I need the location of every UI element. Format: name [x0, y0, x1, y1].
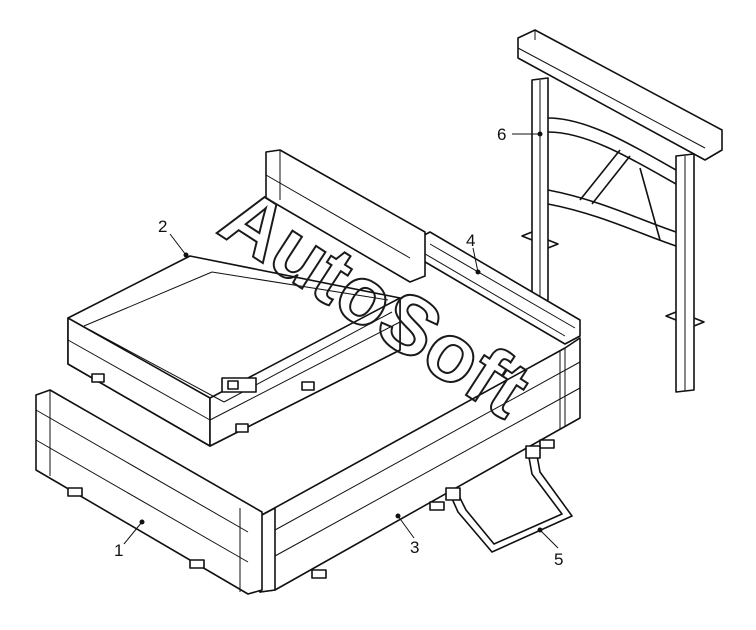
callout-label-5: 5 [554, 550, 563, 569]
front-side-board [35, 389, 263, 595]
step-bracket [445, 445, 573, 553]
callout-label-3: 3 [410, 538, 419, 557]
callout-1: 1 [114, 519, 145, 560]
callout-label-2: 2 [158, 217, 167, 236]
callout-4: 4 [466, 231, 481, 275]
right-side-board [259, 337, 581, 593]
outer-box [414, 231, 581, 345]
headboard-frame [517, 29, 723, 393]
callout-label-4: 4 [466, 231, 475, 250]
inner-box [67, 149, 426, 447]
callout-5: 5 [537, 527, 563, 569]
callout-label-1: 1 [114, 541, 123, 560]
callout-3: 3 [395, 513, 419, 557]
callout-2: 2 [158, 217, 189, 258]
callout-6: 6 [497, 125, 543, 144]
callout-label-6: 6 [497, 125, 506, 144]
